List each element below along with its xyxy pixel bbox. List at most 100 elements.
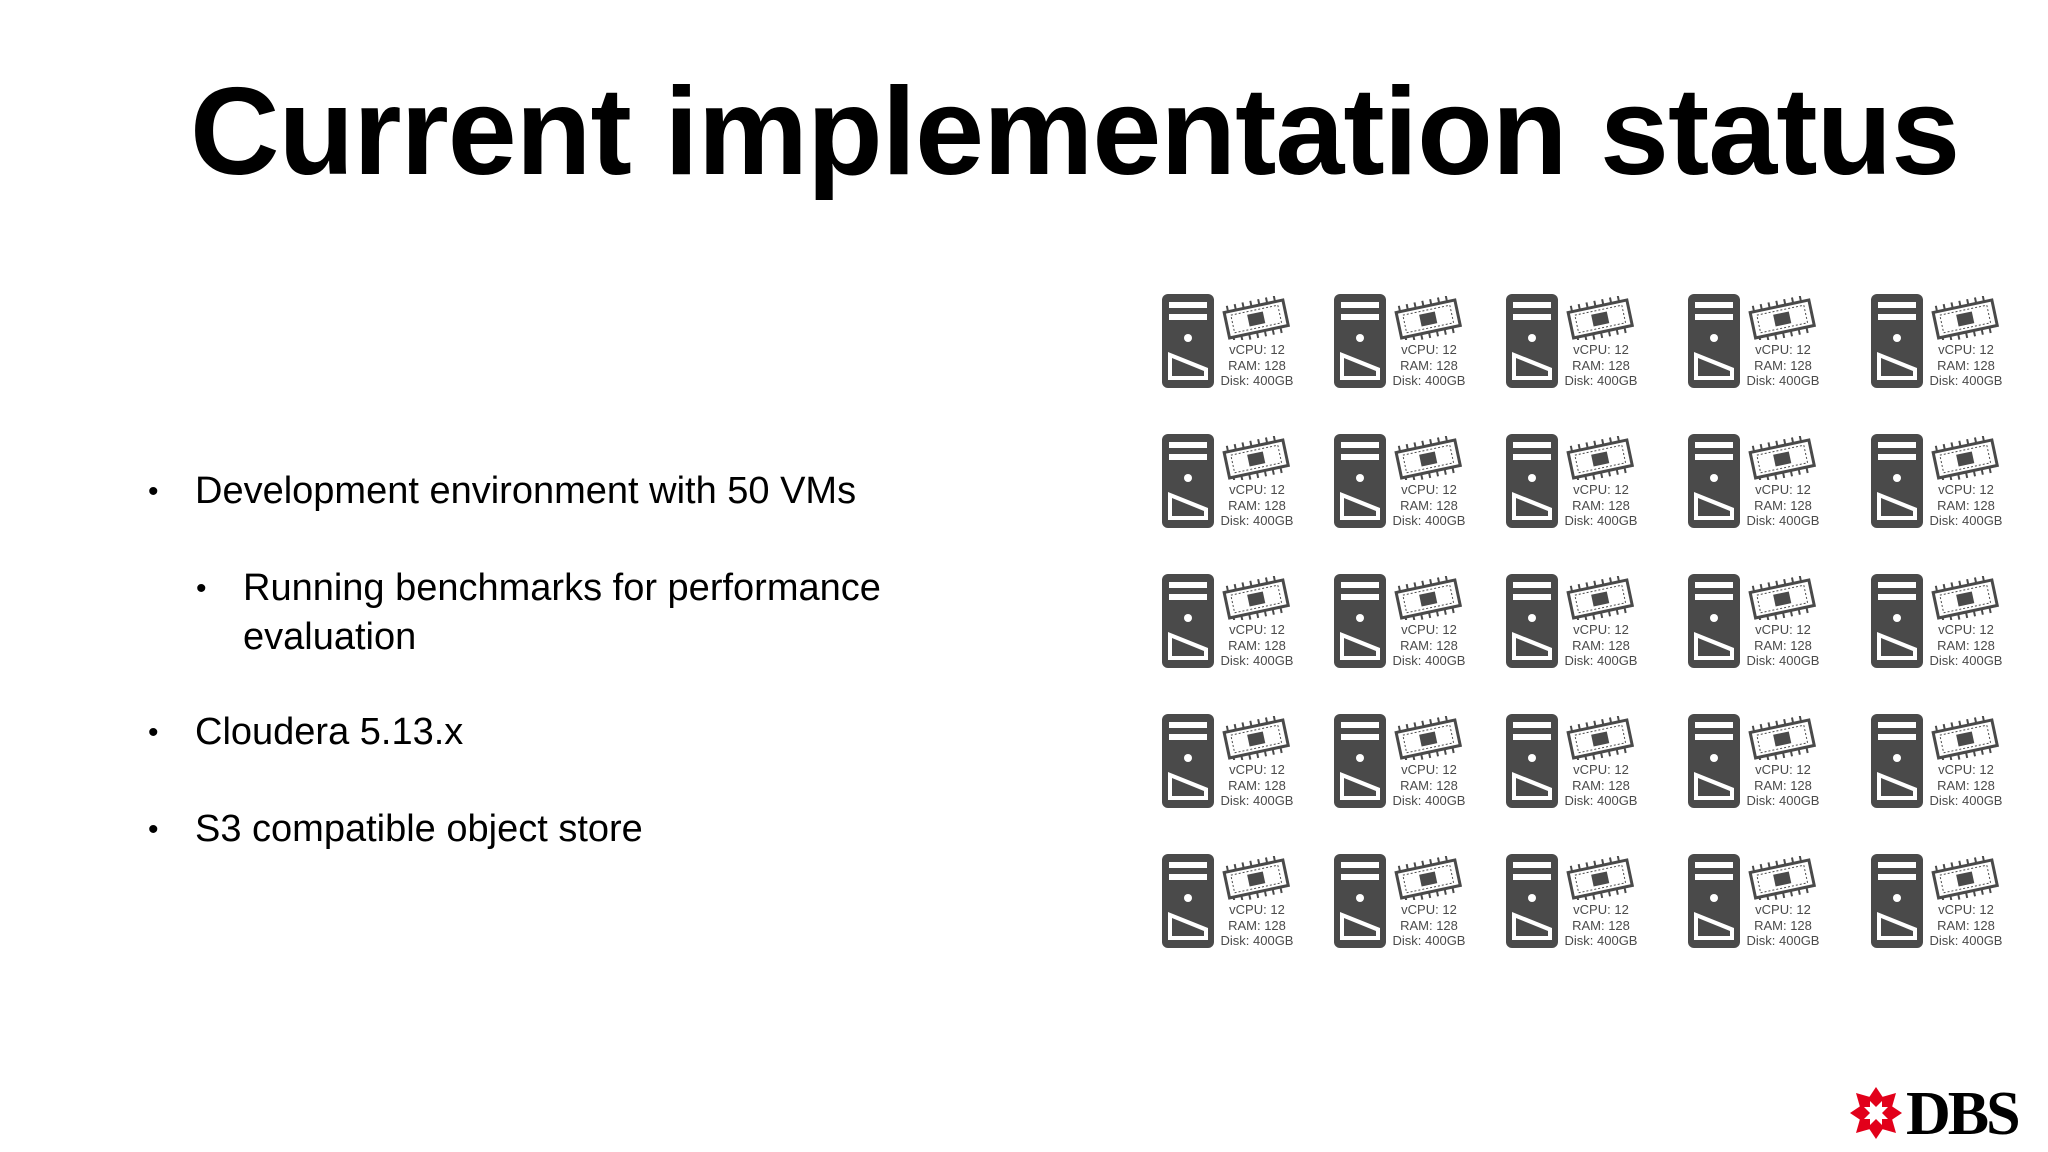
vm-disk: Disk: 400GB xyxy=(1564,933,1638,948)
bullet-dot: • xyxy=(148,475,159,508)
memory-chip-icon xyxy=(1566,716,1635,760)
vm-ram: RAM: 128 xyxy=(1754,917,1812,933)
vm-disk: Disk: 400GB xyxy=(1392,653,1466,668)
memory-chip-icon xyxy=(1931,576,2000,620)
vm-vcpu: vCPU: 12 xyxy=(1401,902,1457,917)
server-tower-icon xyxy=(1506,434,1558,528)
server-tower-icon xyxy=(1688,854,1740,948)
vm-ram: RAM: 128 xyxy=(1754,777,1812,793)
vm-ram: RAM: 128 xyxy=(1400,917,1458,933)
vm-disk: Disk: 400GB xyxy=(1564,793,1638,808)
vm-vcpu: vCPU: 12 xyxy=(1755,622,1811,637)
vm-vcpu: vCPU: 12 xyxy=(1938,342,1994,357)
vm-ram: RAM: 128 xyxy=(1572,497,1630,513)
bullet-list: • Development environment with 50 VMs • … xyxy=(0,0,1000,1152)
server-tower-icon xyxy=(1688,574,1740,668)
vm-vcpu: vCPU: 12 xyxy=(1401,762,1457,777)
memory-chip-icon xyxy=(1222,716,1291,760)
vm-ram: RAM: 128 xyxy=(1400,357,1458,373)
memory-chip-icon xyxy=(1222,296,1291,340)
vm-ram: RAM: 128 xyxy=(1228,917,1286,933)
vm-vcpu: vCPU: 12 xyxy=(1229,342,1285,357)
vm-ram: RAM: 128 xyxy=(1400,497,1458,513)
bullet-item: • S3 compatible object store xyxy=(148,805,955,854)
memory-chip-icon xyxy=(1566,436,1635,480)
memory-chip-icon xyxy=(1931,296,2000,340)
server-tower-icon xyxy=(1334,434,1386,528)
vm-vcpu: vCPU: 12 xyxy=(1229,622,1285,637)
bullet-dot: • xyxy=(148,813,159,846)
memory-chip-icon xyxy=(1931,436,2000,480)
server-tower-icon xyxy=(1506,714,1558,808)
vm-disk: Disk: 400GB xyxy=(1220,793,1294,808)
vm-disk: Disk: 400GB xyxy=(1220,653,1294,668)
vm-vcpu: vCPU: 12 xyxy=(1938,482,1994,497)
vm-ram: RAM: 128 xyxy=(1937,637,1995,653)
bullet-dot: • xyxy=(196,572,207,605)
memory-chip-icon xyxy=(1222,576,1291,620)
vm-disk: Disk: 400GB xyxy=(1392,933,1466,948)
vm-ram: RAM: 128 xyxy=(1572,917,1630,933)
vm-disk: Disk: 400GB xyxy=(1392,513,1466,528)
vm-disk: Disk: 400GB xyxy=(1929,793,2003,808)
vm-ram: RAM: 128 xyxy=(1937,917,1995,933)
vm-ram: RAM: 128 xyxy=(1228,777,1286,793)
vm-vcpu: vCPU: 12 xyxy=(1573,622,1629,637)
vm-vcpu: vCPU: 12 xyxy=(1755,902,1811,917)
server-tower-icon xyxy=(1334,574,1386,668)
server-tower-icon xyxy=(1506,294,1558,388)
server-tower-icon xyxy=(1162,434,1214,528)
bullet-text: Development environment with 50 VMs xyxy=(195,470,857,512)
vm-disk: Disk: 400GB xyxy=(1392,793,1466,808)
vm-disk: Disk: 400GB xyxy=(1220,373,1294,388)
vm-ram: RAM: 128 xyxy=(1754,497,1812,513)
vm-vcpu: vCPU: 12 xyxy=(1229,482,1285,497)
vm-disk: Disk: 400GB xyxy=(1220,513,1294,528)
memory-chip-icon xyxy=(1566,856,1635,900)
vm-disk: Disk: 400GB xyxy=(1929,653,2003,668)
vm-disk: Disk: 400GB xyxy=(1564,513,1638,528)
sub-bullet-item: • Running benchmarks for performance eva… xyxy=(196,564,963,662)
vm-vcpu: vCPU: 12 xyxy=(1401,342,1457,357)
vm-ram: RAM: 128 xyxy=(1228,357,1286,373)
server-tower-icon xyxy=(1334,294,1386,388)
vm-vcpu: vCPU: 12 xyxy=(1229,762,1285,777)
memory-chip-icon xyxy=(1931,716,2000,760)
server-tower-icon xyxy=(1871,434,1923,528)
vm-vcpu: vCPU: 12 xyxy=(1755,762,1811,777)
memory-chip-icon xyxy=(1222,856,1291,900)
vm-disk: Disk: 400GB xyxy=(1929,933,2003,948)
vm-vcpu: vCPU: 12 xyxy=(1573,762,1629,777)
memory-chip-icon xyxy=(1394,436,1463,480)
vm-ram: RAM: 128 xyxy=(1228,497,1286,513)
memory-chip-icon xyxy=(1394,856,1463,900)
server-tower-icon xyxy=(1871,854,1923,948)
server-tower-icon xyxy=(1871,714,1923,808)
vm-ram: RAM: 128 xyxy=(1937,357,1995,373)
